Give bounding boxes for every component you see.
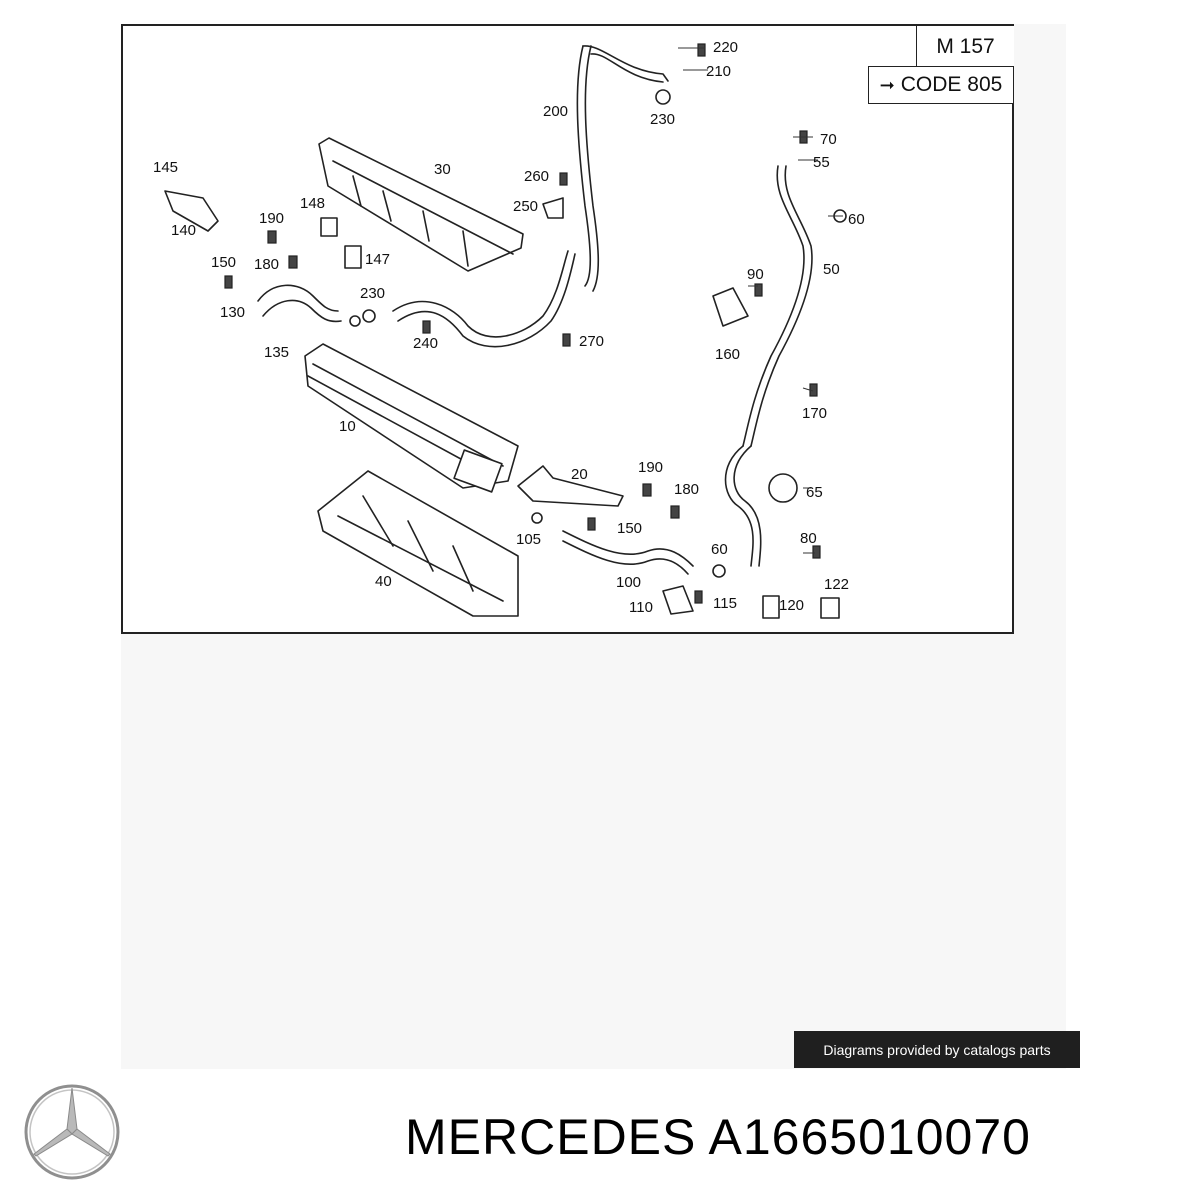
parts-diagram: 220 210 200 230 70 55 30 145 260 148 250… (121, 24, 1014, 634)
option-code: CODE 805 (900, 73, 1003, 96)
part-number-labels: 220 210 200 230 70 55 30 145 260 148 250… (153, 39, 865, 616)
part-label: 190 (638, 459, 663, 476)
charge-air-cooler-part (304, 343, 519, 493)
arrow-right-icon: ➞ (879, 74, 895, 95)
part-label: 230 (360, 285, 385, 302)
part-label: 30 (434, 161, 451, 178)
part-label: 150 (617, 520, 642, 537)
part-label: 40 (375, 573, 392, 590)
leader-lines (678, 47, 843, 554)
part-label: 130 (220, 304, 245, 321)
pipe-200-part (576, 45, 669, 292)
hose-240-part (392, 250, 576, 348)
hose-100-part (562, 530, 694, 575)
part-label: 135 (264, 344, 289, 361)
part-label: 190 (259, 210, 284, 227)
part-label: 90 (747, 266, 764, 283)
lower-shield-part (317, 470, 519, 617)
bracket-20-part (517, 465, 624, 507)
part-label: 60 (711, 541, 728, 558)
model-code-box: M 157 (916, 26, 1014, 68)
part-label: 200 (543, 103, 568, 120)
part-label: 270 (579, 333, 604, 350)
part-label: 120 (779, 597, 804, 614)
credit-banner: Diagrams provided by catalogs parts (794, 1031, 1080, 1068)
part-label: 55 (813, 154, 830, 171)
air-duct-part (318, 137, 524, 272)
part-label: 250 (513, 198, 538, 215)
product-title: MERCEDES A1665010070 (405, 1109, 1031, 1165)
part-label: 122 (824, 576, 849, 593)
part-label: 230 (650, 111, 675, 128)
option-code-box: ➞ CODE 805 (868, 66, 1014, 104)
part-label: 220 (713, 39, 738, 56)
part-label: 170 (802, 405, 827, 422)
part-label: 20 (571, 466, 588, 483)
exploded-view-drawing: 220 210 200 230 70 55 30 145 260 148 250… (153, 39, 865, 619)
part-label: 105 (516, 531, 541, 548)
part-label: 100 (616, 574, 641, 591)
part-label: 160 (715, 346, 740, 363)
hose-130-part (257, 284, 342, 323)
part-label: 70 (820, 131, 837, 148)
part-label: 147 (365, 251, 390, 268)
part-label: 60 (848, 211, 865, 228)
mercedes-star-logo (24, 1084, 120, 1180)
part-label: 260 (524, 168, 549, 185)
fasteners (164, 43, 847, 619)
part-label: 150 (211, 254, 236, 271)
part-label: 80 (800, 530, 817, 547)
model-code: M 157 (936, 34, 995, 58)
part-label: 115 (713, 595, 737, 612)
part-label: 148 (300, 195, 325, 212)
part-label: 140 (171, 222, 196, 239)
part-label: 65 (806, 484, 823, 501)
credit-text: Diagrams provided by catalogs parts (823, 1041, 1051, 1058)
part-label: 180 (674, 481, 699, 498)
part-label: 180 (254, 256, 279, 273)
part-label: 50 (823, 261, 840, 278)
part-label: 240 (413, 335, 438, 352)
part-label: 10 (339, 418, 356, 435)
part-label: 110 (629, 599, 653, 616)
part-label: 145 (153, 159, 178, 176)
part-label: 210 (706, 63, 731, 80)
pipe-50-part (724, 165, 813, 567)
